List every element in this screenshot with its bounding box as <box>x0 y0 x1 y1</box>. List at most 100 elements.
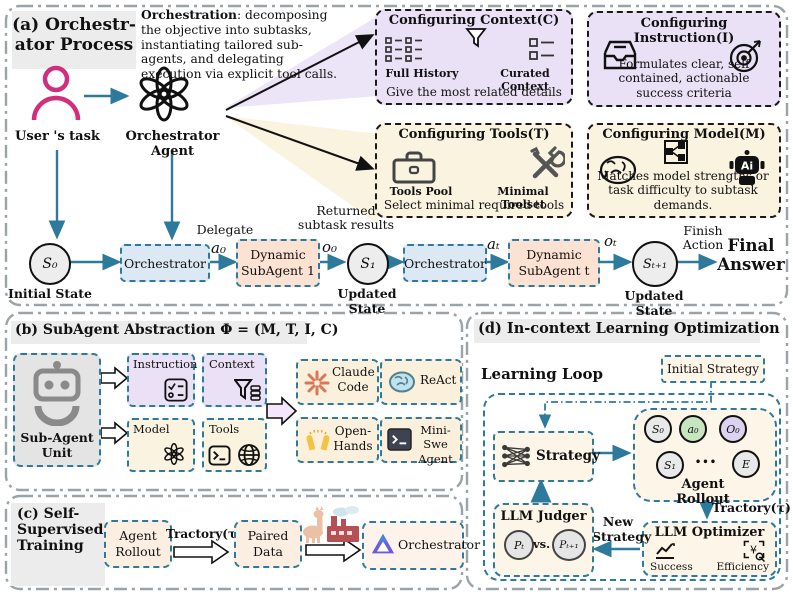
funnel-db-icon <box>234 378 261 402</box>
policy-pt1-circle: Pₜ₊₁ <box>552 529 586 561</box>
curated-list-icon <box>529 36 555 64</box>
final-answer-label: Final Answer <box>717 236 785 274</box>
model-box: Model <box>127 418 195 472</box>
fan-arrows <box>225 34 375 171</box>
miniswe-box: Mini-Swe Agent <box>380 417 462 466</box>
openai-logo-icon <box>131 61 197 127</box>
instruction-caption: Formulates clear, self contained, action… <box>618 56 750 100</box>
ai-robot-icon: Ai <box>727 149 767 189</box>
rollout-a0-label: a₀ <box>687 422 699 436</box>
efficiency-label: Efficiency <box>716 561 769 573</box>
model-caption: Matches model strengths or task difficul… <box>597 168 769 212</box>
delegate-label: Delegate <box>196 222 254 237</box>
llama-factory-icon <box>300 504 362 544</box>
configuring-instruction-panel: Configuring Instruction(I) Formulates cl… <box>587 11 781 107</box>
panel-d-border <box>465 311 789 591</box>
yen-glyph: ¥ <box>750 544 757 557</box>
finish-action-label: Finish Action <box>682 223 724 253</box>
toolbox-icon <box>391 149 437 185</box>
paired-data-box: Paired Data <box>234 520 302 568</box>
panel-c-title-line2: Supervised <box>17 522 104 538</box>
rollout-o0: O₀ <box>719 415 747 443</box>
full-history-icon <box>385 35 423 65</box>
vs-label: vs. <box>533 537 551 551</box>
react-label: ReAct <box>420 373 457 387</box>
observation-ot-label: oₜ <box>604 232 617 250</box>
cost-efficiency-icon: ¥ <box>743 540 765 562</box>
full-history-label: Full History <box>385 67 459 80</box>
wrench-screwdriver-icon <box>525 145 565 185</box>
funnel-icon <box>465 27 487 49</box>
panel-c-title-line3: Training <box>17 538 84 554</box>
model-label: Model <box>133 422 170 436</box>
flowchart-icon <box>663 139 689 165</box>
openhands-box: Open-Hands <box>296 417 379 463</box>
panel-borders <box>4 4 789 591</box>
claude-code-box: Claude Code <box>296 359 379 405</box>
orchestrator-c-label: Orchestrator <box>398 537 481 552</box>
initial-state-label: Initial State <box>7 286 93 301</box>
returned-results-label: Returned subtask results <box>297 203 395 233</box>
block-arrows <box>100 366 362 565</box>
tools-label: Tools <box>209 422 240 436</box>
claude-icon <box>304 370 330 396</box>
panel-a-title-line1: (a) Orchestr- <box>12 15 136 35</box>
panel-c-title: (c) Self- Supervised Training <box>11 503 105 586</box>
rollout-e: E <box>732 450 760 478</box>
panel-d-title: (d) In-context Learning Optimization <box>474 319 780 343</box>
curated-context-label: Curated Context <box>500 67 550 93</box>
globe-icon <box>237 443 261 467</box>
react-box: ReAct <box>380 359 462 405</box>
dynamic-subagent-t-box: Dynamic SubAgent t <box>508 239 600 287</box>
state-st1-label: Sₜ₊₁ <box>642 256 668 272</box>
initial-strategy-box: Initial Strategy <box>661 355 765 383</box>
llm-optimizer-title: LLM Optimizer <box>654 525 765 540</box>
orchestrator-logo-icon <box>370 532 396 558</box>
cream-beam <box>225 116 378 224</box>
success-label: Success <box>650 561 693 573</box>
state-s0-label: S₀ <box>42 256 58 272</box>
orchestration-description: Orchestration: decomposing the objective… <box>141 7 345 82</box>
tractory-label-d: Tractory(τ) <box>712 500 791 515</box>
action-at-label: aₜ <box>487 235 500 253</box>
dynamic-subagent-1-box: Dynamic SubAgent 1 <box>236 239 320 287</box>
state-s0: S₀ <box>29 243 71 285</box>
configuring-context-panel: Configuring Context(C) Full History Cura… <box>375 9 573 105</box>
dark-terminal-icon <box>387 428 412 451</box>
llm-judger-title: LLM Judger <box>500 509 587 524</box>
observation-o0-label: o₀ <box>322 238 338 256</box>
tools-pool-label: Tools Pool <box>389 185 453 198</box>
new-strategy-label: New Strategy <box>592 514 652 544</box>
context-label: Context <box>209 357 255 371</box>
checklist-icon <box>164 378 188 402</box>
orchestrator-c-box: Orchestrator <box>362 521 480 570</box>
orchestrator-agent-label: Orchestrator Agent <box>125 129 220 159</box>
panel-a-title-line2: ator Process <box>14 35 134 55</box>
configuring-model-panel: Configuring Model(M) Ai <box>587 123 781 218</box>
description-lead: Orchestration <box>141 7 237 22</box>
rollout-e-label: E <box>741 457 751 471</box>
description-body: : decomposing the objective into subtask… <box>141 8 338 81</box>
user-icon <box>28 64 84 126</box>
policy-pt-circle: Pₜ <box>504 530 534 560</box>
brain-icon <box>597 153 639 187</box>
instruction-box: Instruction <box>127 353 198 407</box>
rollout-s1-label: S₁ <box>664 458 676 472</box>
flow-arrows <box>48 87 718 271</box>
state-s1-label: S₁ <box>360 256 376 272</box>
openai-small-icon <box>161 441 187 467</box>
claude-code-label: Claude Code <box>332 365 375 394</box>
panel-c-title-line1: (c) Self- <box>17 506 80 522</box>
context-box: Context <box>202 353 267 407</box>
strategy-label: Strategy <box>536 448 600 464</box>
instruction-label: Instruction <box>133 357 198 371</box>
tractory-label-c: Tractory(τ) <box>166 527 242 541</box>
target-goal-icon <box>727 38 763 74</box>
rollout-s0-label: S₀ <box>652 422 664 436</box>
svg-text:Ai: Ai <box>741 160 753 173</box>
openhands-label: Open-Hands <box>333 424 373 453</box>
configuring-tools-panel: Configuring Tools(T) Tools Pool Minimal … <box>375 123 573 218</box>
agent-rollout-box: Agent Rollout <box>104 520 172 568</box>
updated-state-label-1: Updated State <box>337 286 397 316</box>
